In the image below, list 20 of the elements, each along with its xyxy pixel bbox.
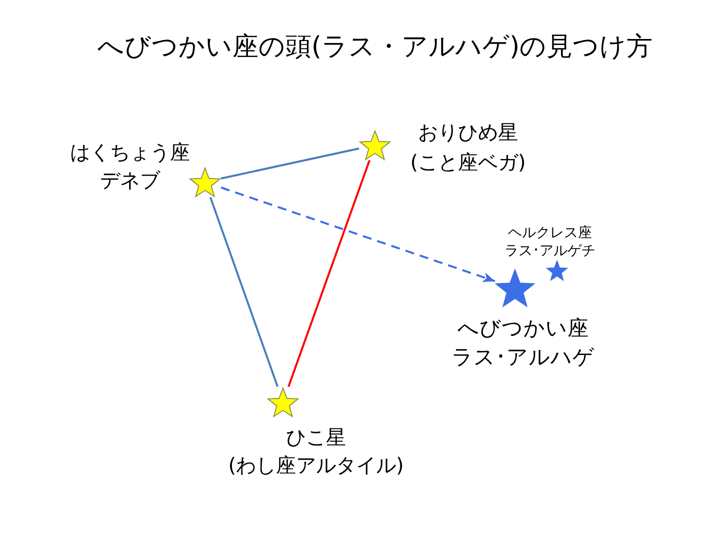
star-icon (495, 268, 535, 308)
connecting-line (209, 196, 279, 388)
star-label: (わし座アルタイル) (228, 452, 404, 479)
star-icon (189, 166, 221, 198)
dashed-arrow (220, 186, 496, 282)
connecting-line (288, 160, 370, 388)
star-label: へびつかい座 (458, 315, 588, 342)
star-label: ラス･アルゲチ (504, 242, 596, 260)
star-label: ヘルクレス座 (508, 224, 592, 242)
star-icon (546, 260, 568, 280)
connecting-line (220, 148, 360, 180)
star-icon (359, 130, 391, 160)
star-label: ひこ星 (286, 424, 346, 451)
star-label: ラス･アルハゲ (452, 344, 594, 371)
star-label: おりひめ星 (418, 119, 518, 146)
star-label: はくちょう座 (70, 139, 190, 166)
title: へびつかい座の頭(ラス・アルハゲ)の見つけ方 (97, 31, 653, 63)
star-label: (こと座ベガ) (410, 149, 526, 176)
star-label: デネブ (100, 167, 160, 194)
star-icon (267, 386, 299, 418)
